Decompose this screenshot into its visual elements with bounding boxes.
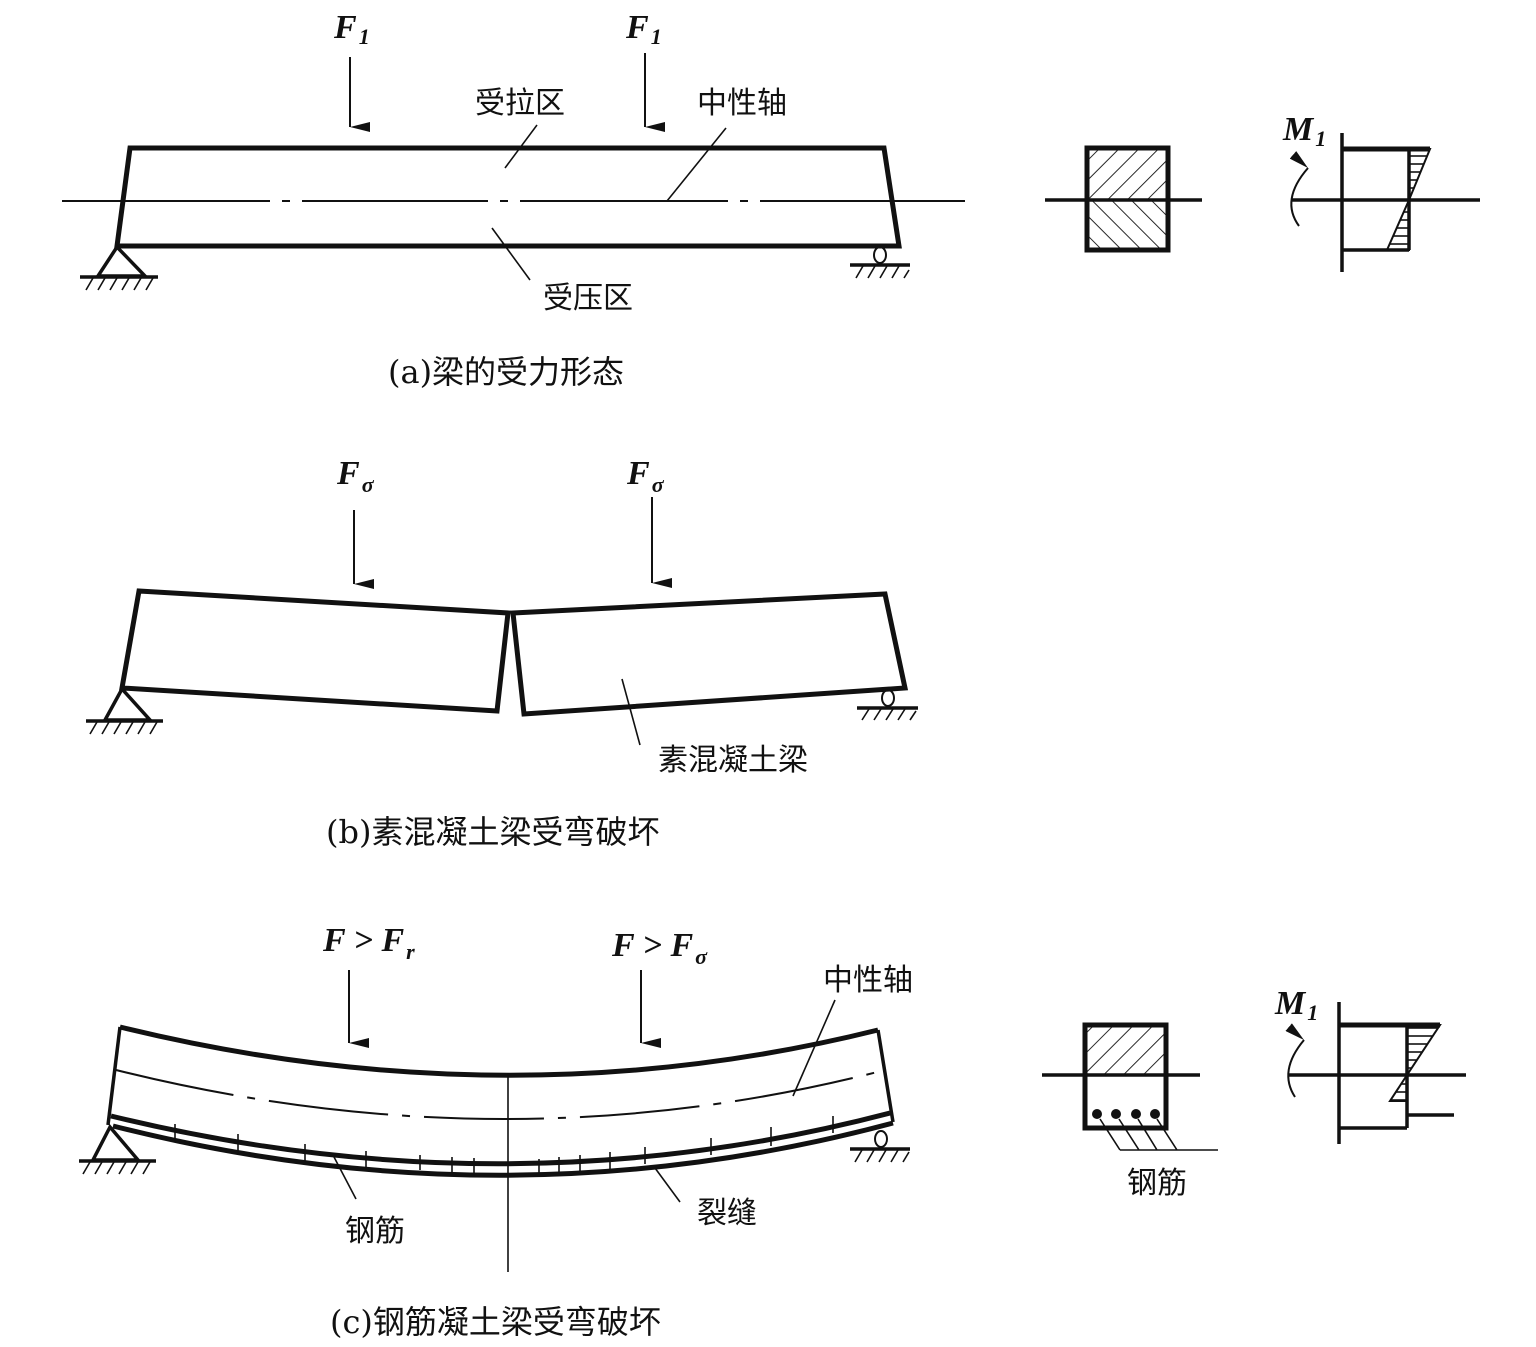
caption-a: (a)梁的受力形态	[388, 353, 624, 391]
label-rebar: 钢筋	[345, 1214, 405, 1249]
label-section-rebar: 钢筋	[1127, 1166, 1187, 1201]
leader-neutral-axis	[666, 127, 727, 202]
pin-support-left	[80, 244, 158, 291]
label-tension-zone: 受拉区	[475, 86, 565, 121]
beam-end-left	[106, 1026, 122, 1126]
leader-neutral-axis	[792, 999, 836, 1097]
load-label-right: Fσ	[626, 455, 665, 497]
beam-bottom-edge	[110, 1110, 891, 1167]
load-label-right: F1	[625, 9, 662, 49]
leader-crack	[654, 1167, 681, 1203]
label-crack: 裂缝	[697, 1196, 757, 1231]
beam-top-edge	[119, 1024, 879, 1078]
roller-support-right	[857, 689, 918, 721]
caption-b: (b)素混凝土梁受弯破坏	[326, 813, 659, 851]
pin-support-left	[86, 686, 163, 735]
roller-support-right	[850, 246, 910, 279]
label-neutral-axis: 中性轴	[697, 86, 787, 121]
beam-fragment-right	[510, 591, 909, 717]
load-label-left: F1	[333, 9, 370, 49]
cross-section-a	[1045, 145, 1202, 253]
pin-support-left	[79, 1123, 156, 1175]
stress-diagram-c	[1285, 1002, 1466, 1144]
label-compression-zone: 受压区	[543, 281, 633, 316]
load-label-left: F > Fr	[322, 922, 415, 964]
panel-c: F > Fr F > Fσ 中性轴 钢筋 裂缝	[79, 922, 1466, 1341]
label-neutral-axis: 中性轴	[823, 963, 913, 998]
moment-label-a: M1	[1282, 111, 1326, 151]
panel-a: F1 F1 受拉区 中性轴 受压区	[62, 9, 1480, 391]
panel-b: Fσ Fσ 素混凝土梁 (b)素混凝土梁受弯破坏	[86, 455, 918, 851]
load-label-left: Fσ	[336, 455, 375, 497]
crack-marks	[174, 1116, 834, 1175]
rebar-line	[112, 1120, 894, 1178]
rebar-dots	[1092, 1109, 1160, 1119]
leader-rebar	[333, 1156, 357, 1200]
leader-tension-zone	[504, 124, 538, 169]
label-plain-beam: 素混凝土梁	[658, 743, 808, 778]
leader-compression-zone	[491, 227, 531, 281]
load-label-right: F > Fσ	[611, 927, 708, 969]
caption-c: (c)钢筋凝土梁受弯破坏	[330, 1303, 661, 1341]
beam-fragment-left	[119, 588, 511, 714]
moment-label-c: M1	[1274, 985, 1318, 1025]
leader-plain-beam	[621, 678, 641, 746]
roller-support-right	[850, 1130, 910, 1163]
stress-diagram-a	[1289, 133, 1480, 272]
cross-section-c	[1042, 1022, 1218, 1151]
beam-end-right	[876, 1029, 895, 1123]
neutral-axis-line	[115, 1069, 886, 1120]
beam-body	[114, 145, 902, 249]
